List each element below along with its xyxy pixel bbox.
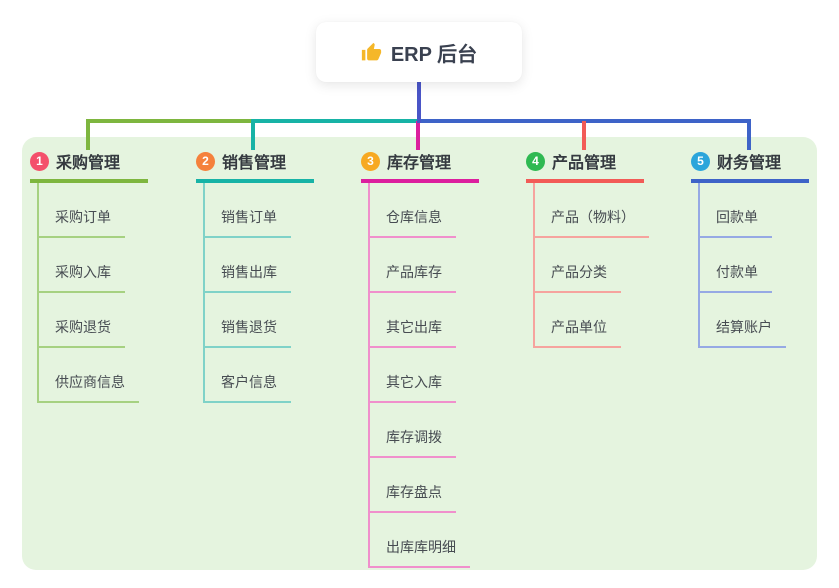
list-item: 产品（物料） — [533, 183, 649, 238]
list-item: 销售订单 — [203, 183, 314, 238]
root-node-erp[interactable]: ERP 后台 — [316, 22, 522, 82]
node-receipt-bill[interactable]: 回款单 — [698, 207, 772, 238]
list-item: 采购退货 — [37, 293, 148, 348]
branch-sales: 2 销售管理 销售订单 销售出库 销售退货 客户信息 — [196, 149, 314, 403]
node-sales-order[interactable]: 销售订单 — [203, 207, 291, 238]
branch-children: 仓库信息 产品库存 其它出库 其它入库 库存调拨 库存盘点 出库库明细 — [368, 183, 479, 568]
node-other-inbound[interactable]: 其它入库 — [368, 372, 456, 403]
badge-2: 2 — [196, 151, 215, 171]
node-settlement-account[interactable]: 结算账户 — [698, 317, 786, 348]
branch-children: 销售订单 销售出库 销售退货 客户信息 — [203, 183, 314, 403]
list-item: 付款单 — [698, 238, 809, 293]
list-item: 产品库存 — [368, 238, 479, 293]
list-item: 采购订单 — [37, 183, 148, 238]
list-item: 库存调拨 — [368, 403, 479, 458]
child-connector-line — [533, 183, 535, 348]
badge-1: 1 — [30, 151, 49, 171]
node-other-outbound[interactable]: 其它出库 — [368, 317, 456, 348]
list-item: 仓库信息 — [368, 183, 479, 238]
node-product-category[interactable]: 产品分类 — [533, 262, 621, 293]
child-connector-line — [698, 183, 700, 348]
list-item: 出库库明细 — [368, 513, 479, 568]
branch-label: 财务管理 — [717, 155, 782, 172]
list-item: 采购入库 — [37, 238, 148, 293]
branch-product: 4 产品管理 产品（物料） 产品分类 产品单位 — [526, 149, 649, 348]
branch-header-inventory[interactable]: 3 库存管理 — [361, 149, 479, 183]
branch-children: 产品（物料） 产品分类 产品单位 — [533, 183, 649, 348]
child-connector-line — [368, 183, 370, 568]
node-outbound-detail[interactable]: 出库库明细 — [368, 537, 470, 568]
node-sales-outbound[interactable]: 销售出库 — [203, 262, 291, 293]
branch-children: 回款单 付款单 结算账户 — [698, 183, 809, 348]
branch-children: 采购订单 采购入库 采购退货 供应商信息 — [37, 183, 148, 403]
node-purchase-order[interactable]: 采购订单 — [37, 207, 125, 238]
mindmap-background-panel — [22, 137, 817, 570]
branch-label: 销售管理 — [222, 155, 287, 172]
node-sales-return[interactable]: 销售退货 — [203, 317, 291, 348]
branch-label: 采购管理 — [56, 155, 121, 172]
branch-label: 库存管理 — [387, 155, 452, 172]
node-warehouse-info[interactable]: 仓库信息 — [368, 207, 456, 238]
list-item: 客户信息 — [203, 348, 314, 403]
branch-header-sales[interactable]: 2 销售管理 — [196, 149, 314, 183]
branch-label: 产品管理 — [552, 155, 617, 172]
branch-header-finance[interactable]: 5 财务管理 — [691, 149, 809, 183]
list-item: 结算账户 — [698, 293, 809, 348]
node-product-stock[interactable]: 产品库存 — [368, 262, 456, 293]
list-item: 库存盘点 — [368, 458, 479, 513]
badge-4: 4 — [526, 151, 545, 171]
node-stock-transfer[interactable]: 库存调拨 — [368, 427, 456, 458]
branch-inventory: 3 库存管理 仓库信息 产品库存 其它出库 其它入库 库存调拨 库存盘点 出库库… — [361, 149, 479, 568]
node-supplier-info[interactable]: 供应商信息 — [37, 372, 139, 403]
list-item: 回款单 — [698, 183, 809, 238]
list-item: 销售出库 — [203, 238, 314, 293]
list-item: 其它入库 — [368, 348, 479, 403]
child-connector-line — [37, 183, 39, 403]
branch-purchase: 1 采购管理 采购订单 采购入库 采购退货 供应商信息 — [30, 149, 148, 403]
list-item: 产品单位 — [533, 293, 644, 348]
node-payment-bill[interactable]: 付款单 — [698, 262, 772, 293]
badge-3: 3 — [361, 151, 380, 171]
thumbs-up-icon — [361, 42, 381, 60]
child-connector-line — [203, 183, 205, 403]
badge-5: 5 — [691, 151, 710, 171]
root-node-title: ERP 后台 — [390, 43, 478, 66]
list-item: 销售退货 — [203, 293, 314, 348]
node-product-material[interactable]: 产品（物料） — [533, 207, 649, 238]
list-item: 供应商信息 — [37, 348, 148, 403]
node-product-unit[interactable]: 产品单位 — [533, 317, 621, 348]
branch-header-product[interactable]: 4 产品管理 — [526, 149, 644, 183]
list-item: 产品分类 — [533, 238, 644, 293]
list-item: 其它出库 — [368, 293, 479, 348]
branch-finance: 5 财务管理 回款单 付款单 结算账户 — [691, 149, 809, 348]
branch-header-purchase[interactable]: 1 采购管理 — [30, 149, 148, 183]
node-purchase-inbound[interactable]: 采购入库 — [37, 262, 125, 293]
node-purchase-return[interactable]: 采购退货 — [37, 317, 125, 348]
node-customer-info[interactable]: 客户信息 — [203, 372, 291, 403]
node-stock-taking[interactable]: 库存盘点 — [368, 482, 456, 513]
